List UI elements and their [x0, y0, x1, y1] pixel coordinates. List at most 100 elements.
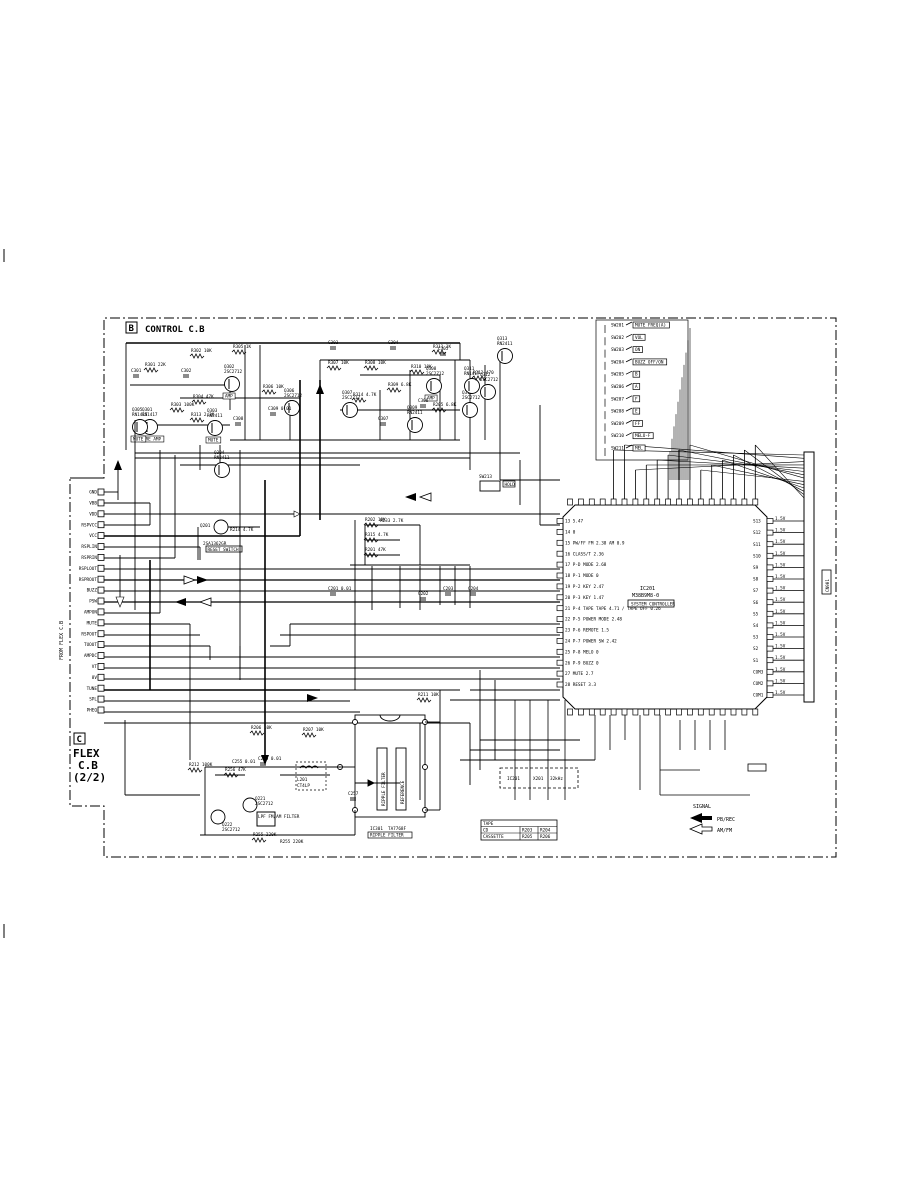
capacitor-label: C203: [443, 586, 454, 592]
resistor-label: R256 47K: [225, 767, 246, 773]
capacitor-label: C201 0.01: [328, 586, 352, 592]
switch-func-box: [632, 420, 643, 427]
resistor-symbol: [471, 375, 487, 381]
arrow-left-hollow-3: [198, 597, 212, 607]
ic-pin-box: [654, 498, 661, 506]
ic-right-pin-label: COM3: [753, 669, 764, 675]
switch-ref: SW205: [611, 372, 624, 378]
flex-pin-box: [97, 586, 105, 594]
ic-pin-box: [687, 708, 693, 716]
flex-pin-box: [97, 619, 105, 627]
ic-pin-box: [766, 576, 774, 582]
flex-pin-box: [97, 532, 105, 539]
q201-part-label: 2SA1362GR: [203, 541, 227, 547]
transistor-part: 2SC2712: [426, 371, 445, 377]
lcd-pin-voltage: 1.5V: [775, 574, 786, 580]
flex-pin-box: [97, 575, 105, 583]
lcd-pin-voltage: 1.5V: [775, 678, 786, 684]
lcd-pin-voltage: 1.5V: [775, 667, 786, 673]
ic-left-pin-label: 13 5.47: [565, 519, 584, 525]
resistor-label: R309 6.8K: [388, 382, 412, 388]
tape-table-r1c0: CASSETTE: [483, 834, 504, 840]
switch-func-label: E: [635, 409, 638, 415]
resistor-symbol: [169, 407, 185, 413]
ic-pin-box: [632, 498, 639, 506]
lcd-pin-voltage: 1.5V: [775, 632, 786, 638]
transistor-part: RN2411: [497, 341, 513, 347]
capacitor-label: C255 0.01: [258, 756, 282, 762]
transistor-symbol: [207, 420, 223, 436]
ic201-right-pins: S131.5VS121.5VS111.5VS101.5VS91.5VS81.5V…: [753, 516, 786, 699]
transistor-symbol: [224, 376, 240, 392]
switch-ref: SW203: [611, 347, 624, 353]
arrow-left-hollow-1: [418, 492, 432, 502]
arrow-up-left: [114, 460, 122, 470]
switch-func-label: B: [635, 372, 638, 378]
lcd-pin-voltage: 1.5V: [775, 528, 786, 534]
flex-pin-label: RSPRIN: [81, 555, 97, 561]
ic301-block-2: REFERENCE: [400, 780, 406, 804]
ic201-ref: IC201: [640, 586, 655, 592]
resistor-label: R206 10K: [251, 725, 272, 731]
switch-ref: SW210: [611, 433, 624, 439]
ic-right-pin-label: S7: [753, 588, 759, 594]
lcd-pin-voltage: 1.5V: [775, 644, 786, 650]
flex-pin-box: [97, 630, 105, 638]
ic-right-pin-label: COM2: [753, 681, 764, 687]
ic-left-pin-label: 20 P-3 KEY 1.47: [565, 595, 604, 601]
ic-left-pin-label: 15 PW/FF FM 2.38 AM 0.9: [565, 540, 625, 546]
resistor-label: R212 100K: [189, 762, 213, 768]
switch-func-box: [632, 370, 641, 378]
ic-pin-box: [578, 708, 584, 716]
ic-pin-box: [766, 518, 774, 524]
flex-connector: GNDVBBVDDRSPVCCVCCRSPLINRSPRINRSPLOUTRSP…: [79, 488, 105, 714]
transistor-part: 2SC2712: [224, 369, 243, 375]
flex-pin-label: PSW: [89, 599, 97, 605]
ic-pin-box: [556, 529, 564, 535]
resistor-symbol: [409, 369, 425, 375]
transistor-part: 2SC2712: [284, 393, 303, 399]
resistor-label: R202 10K: [365, 517, 386, 523]
resistor-symbol: [231, 349, 247, 355]
resistor-label: R211 10K: [418, 692, 439, 698]
ic-right-pin-label: S3: [753, 635, 759, 641]
resistor-symbol: [191, 399, 207, 405]
ic-pin-box: [766, 657, 774, 664]
ic-pin-box: [556, 518, 564, 524]
arrow-left-filled-3: [175, 598, 186, 606]
ic-pin-box: [766, 587, 774, 594]
ic-pin-box: [766, 599, 774, 606]
resistor-symbol: [261, 389, 277, 395]
ic-right-pin-label: S5: [753, 611, 759, 617]
switch-ref: SW206: [611, 384, 624, 390]
lcd-pin-voltage: 1.5V: [775, 586, 786, 592]
flex-pin-label: BUZZ: [87, 588, 98, 594]
arrow-right-filled-5: [307, 694, 318, 702]
flex-pin-box: [97, 608, 105, 616]
ic-pin-box: [665, 708, 671, 716]
board-letter-box: [125, 321, 138, 334]
ic-pin-box: [766, 692, 774, 698]
ic-right-pin-label: S10: [753, 553, 761, 559]
transistor-symbol: [464, 378, 480, 394]
filter-label: LPF FM/AM FILTER: [258, 814, 300, 820]
lcd-pin-voltage: 1.5V: [775, 620, 786, 626]
resistor-symbol: [143, 367, 159, 373]
transistor-part: RN2411: [407, 410, 423, 416]
crystal-area: [499, 700, 767, 800]
ic-pin-box: [632, 708, 639, 716]
reset-circuit: [150, 519, 260, 560]
resistor-symbol: [431, 407, 447, 413]
ic-pin-box: [556, 594, 564, 601]
capacitor-label: C309 0.01: [268, 406, 292, 412]
transistor-note: PRE AMP: [143, 437, 162, 443]
switch-func-label: MUTE FREQ(A): [635, 323, 666, 329]
ic-pin-box: [556, 550, 564, 557]
switch-func-box: [632, 333, 646, 341]
ic-left-pin-label: 22 P-5 POWER MODE 2.48: [565, 617, 622, 623]
ic-pin-box: [730, 708, 737, 716]
ic-pin-box: [556, 539, 564, 546]
resistor-label: R303 100K: [171, 402, 195, 408]
resistor-symbol: [189, 353, 205, 359]
crystal-ref: IC201: [507, 776, 520, 782]
